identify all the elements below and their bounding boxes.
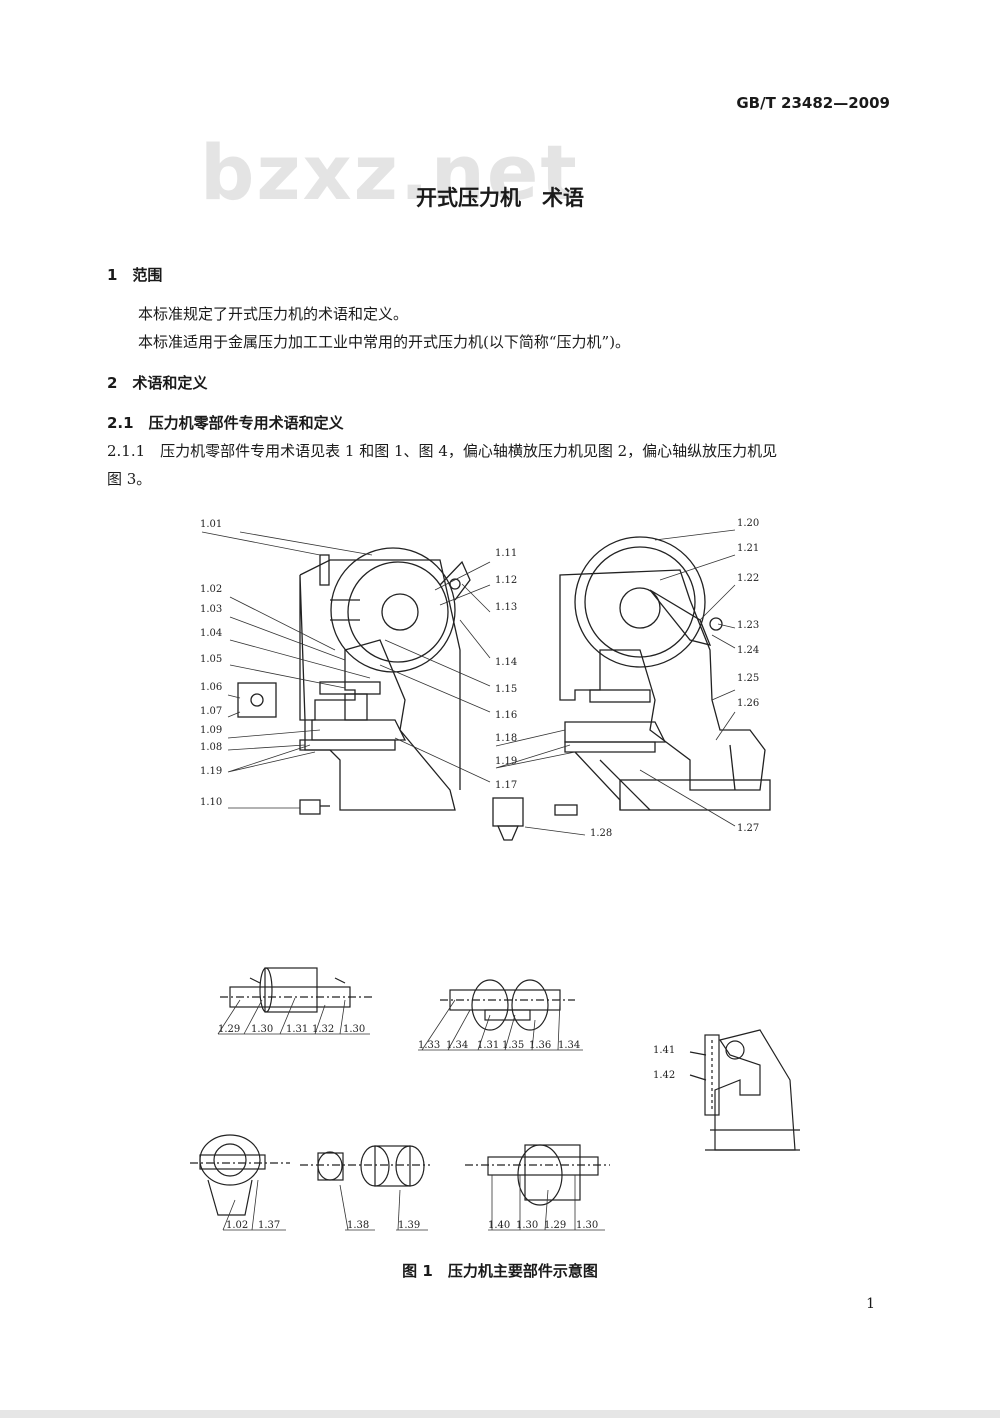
- label-1-40: 1.40: [488, 1220, 510, 1231]
- section-2-heading: 2 术语和定义: [107, 374, 208, 392]
- label-1-11: 1.11: [495, 548, 517, 559]
- label-1-12: 1.12: [495, 575, 517, 586]
- label-1-18: 1.18: [495, 733, 517, 744]
- label-1-26: 1.26: [737, 698, 759, 709]
- figure-labels: 1.01 1.02 1.03 1.04 1.05 1.06 1.07 1.09 …: [200, 518, 759, 1231]
- page-number: 1: [866, 1296, 875, 1312]
- label-1-35: 1.35: [502, 1040, 524, 1051]
- label-1-21: 1.21: [737, 543, 759, 554]
- standard-number: GB/T 23482—2009: [736, 94, 890, 112]
- section-1-paragraph-1: 本标准规定了开式压力机的术语和定义。: [138, 305, 409, 323]
- figure-caption: 图 1 压力机主要部件示意图: [402, 1262, 598, 1280]
- press-frame-side: [689, 1029, 800, 1151]
- label-1-37: 1.37: [258, 1220, 280, 1231]
- label-1-09: 1.09: [200, 725, 222, 736]
- label-1-04: 1.04: [200, 628, 222, 639]
- watermark: bzxz.net: [200, 128, 579, 217]
- section-1-paragraph-2: 本标准适用于金属压力加工工业中常用的开式压力机(以下简称“压力机”)。: [138, 333, 631, 351]
- section-2-1-heading: 2.1 压力机零部件专用术语和定义: [107, 414, 344, 432]
- left-press-leaders: [201, 531, 491, 809]
- label-1-29-b: 1.29: [544, 1220, 566, 1231]
- label-1-25: 1.25: [737, 673, 759, 684]
- bushing-parts: [300, 1145, 430, 1187]
- label-1-30-c: 1.30: [516, 1220, 538, 1231]
- label-1-36: 1.36: [529, 1040, 551, 1051]
- label-1-15: 1.15: [495, 684, 517, 695]
- right-press-drawing: [492, 536, 771, 841]
- label-1-27: 1.27: [737, 823, 759, 834]
- label-1-24: 1.24: [737, 645, 759, 656]
- label-1-32: 1.32: [312, 1024, 334, 1035]
- section-1-heading: 1 范围: [107, 266, 163, 284]
- label-1-30-d: 1.30: [576, 1220, 598, 1231]
- label-1-28: 1.28: [590, 828, 612, 839]
- label-1-39: 1.39: [398, 1220, 420, 1231]
- eccentric-shaft-3: [465, 1144, 610, 1206]
- label-1-20: 1.20: [737, 518, 759, 529]
- label-1-41: 1.41: [653, 1045, 675, 1056]
- label-1-02: 1.02: [200, 584, 222, 595]
- connecting-rod: [190, 1134, 290, 1216]
- section-2-1-1-line-1: 2.1.1 压力机零部件专用术语见表 1 和图 1、图 4，偏心轴横放压力机见图…: [107, 442, 778, 460]
- label-1-03: 1.03: [200, 604, 222, 615]
- left-press-drawing: [237, 547, 471, 815]
- small-parts-leaders: [217, 997, 605, 1231]
- section-2-1-1-line-2: 图 3。: [107, 470, 152, 488]
- label-1-33: 1.33: [418, 1040, 440, 1051]
- label-1-05: 1.05: [200, 654, 222, 665]
- label-1-22: 1.22: [737, 573, 759, 584]
- label-1-08: 1.08: [200, 742, 222, 753]
- label-1-02-conrod: 1.02: [226, 1220, 248, 1231]
- label-1-34-a: 1.34: [446, 1040, 468, 1051]
- right-press-leaders: [495, 529, 736, 836]
- label-1-13: 1.13: [495, 602, 517, 613]
- label-1-19-right: 1.19: [495, 756, 517, 767]
- label-1-06: 1.06: [200, 682, 222, 693]
- label-1-14: 1.14: [495, 657, 517, 668]
- label-1-31-a: 1.31: [286, 1024, 308, 1035]
- label-1-30-b: 1.30: [343, 1024, 365, 1035]
- label-1-29-a: 1.29: [218, 1024, 240, 1035]
- label-1-23: 1.23: [737, 620, 759, 631]
- label-1-19-left: 1.19: [200, 766, 222, 777]
- page-bottom-edge: [0, 1410, 1000, 1418]
- label-1-30-a: 1.30: [251, 1024, 273, 1035]
- label-1-07: 1.07: [200, 706, 222, 717]
- label-1-34-b: 1.34: [558, 1040, 580, 1051]
- document-title: 开式压力机 术语: [416, 186, 584, 210]
- eccentric-shaft-1: [220, 967, 375, 1013]
- label-1-17: 1.17: [495, 780, 517, 791]
- label-1-16: 1.16: [495, 710, 517, 721]
- label-1-38: 1.38: [347, 1220, 369, 1231]
- label-1-31-b: 1.31: [477, 1040, 499, 1051]
- label-1-42: 1.42: [653, 1070, 675, 1081]
- eccentric-shaft-2: [440, 979, 575, 1031]
- label-1-01: 1.01: [200, 519, 222, 530]
- label-1-10: 1.10: [200, 797, 222, 808]
